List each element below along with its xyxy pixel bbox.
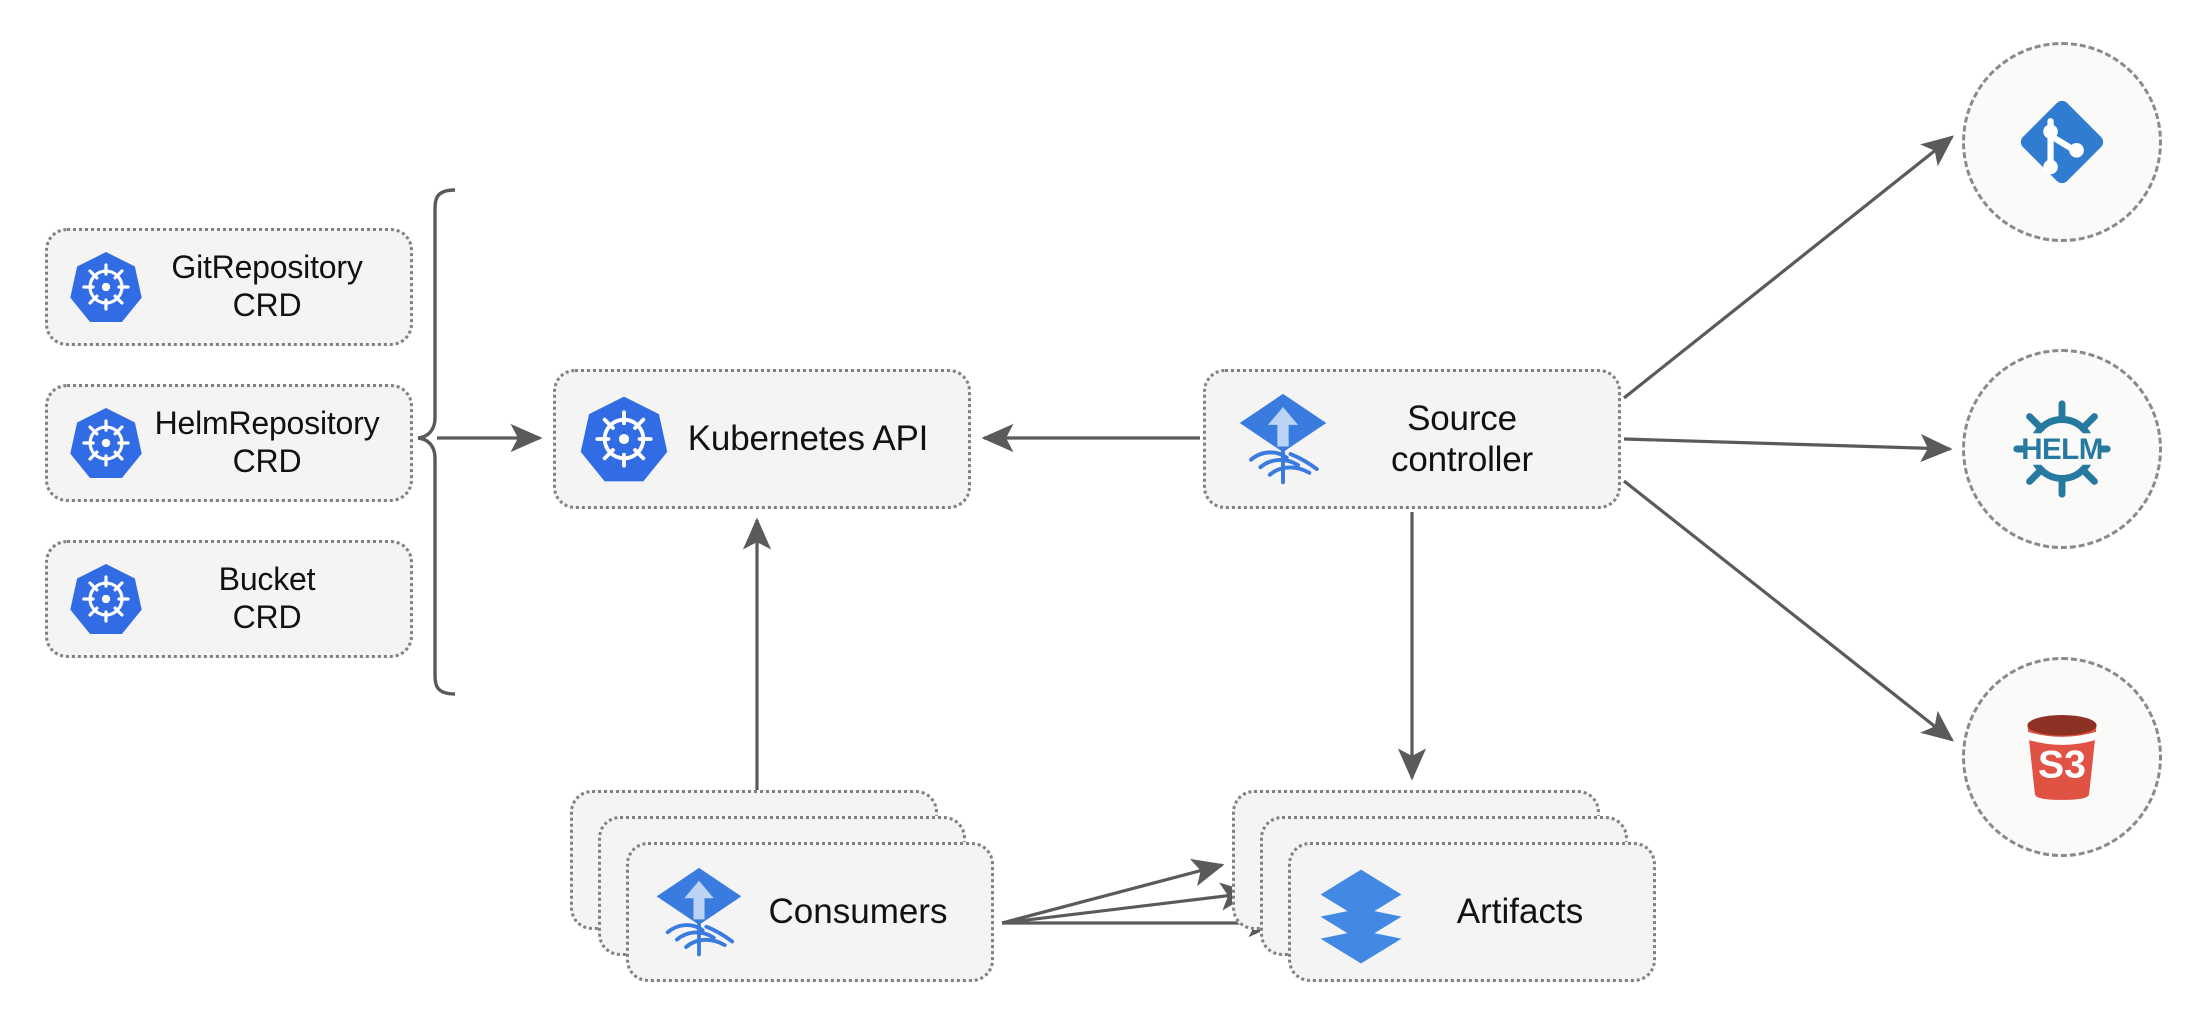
source-circle-git[interactable]: [1962, 42, 2162, 242]
kubernetes-icon: [68, 249, 144, 325]
node-label: Consumers: [768, 892, 948, 931]
node-label: Source controller: [1391, 398, 1533, 479]
node-label: Artifacts: [1456, 892, 1584, 931]
consumers-card-front[interactable]: Consumers: [626, 842, 994, 982]
kubernetes-icon: [578, 393, 670, 485]
flux-icon: [653, 866, 745, 958]
crd-box-bucket[interactable]: Bucket CRD: [45, 540, 413, 658]
node-source-controller[interactable]: Source controller: [1203, 369, 1621, 509]
crd-label: Bucket CRD: [218, 561, 316, 635]
edge-source-controller-to-git: [1623, 135, 1955, 400]
git-icon: [2010, 90, 2114, 194]
crd-group-bracket: [417, 188, 456, 696]
source-circle-helm[interactable]: HELM: [1962, 349, 2162, 549]
edge-source-controller-to-s3: [1623, 479, 1955, 742]
node-kubernetes-api[interactable]: Kubernetes API: [553, 369, 971, 509]
node-consumers[interactable]: Consumers: [570, 790, 1000, 990]
node-label: Kubernetes API: [687, 419, 929, 459]
s3-icon: S3: [2006, 701, 2118, 813]
layers-icon: [1315, 866, 1407, 964]
flux-icon: [1236, 392, 1330, 486]
edge-source-controller-to-helm: [1623, 434, 1953, 463]
s3-wordmark: S3: [2038, 744, 2086, 787]
crd-box-helmrepository[interactable]: HelmRepository CRD: [45, 384, 413, 502]
edge-consumers-to-artifacts-1: [1001, 858, 1225, 925]
kubernetes-icon: [68, 405, 144, 481]
source-circle-s3[interactable]: S3: [1962, 657, 2162, 857]
crd-label: GitRepository CRD: [171, 249, 363, 323]
artifacts-card-front[interactable]: Artifacts: [1288, 842, 1656, 982]
helm-icon: HELM: [2003, 390, 2121, 508]
edge-consumers-to-artifacts-2: [1001, 882, 1253, 925]
kubernetes-icon: [68, 561, 144, 637]
node-artifacts[interactable]: Artifacts: [1232, 790, 1662, 990]
crd-box-gitrepository[interactable]: GitRepository CRD: [45, 228, 413, 346]
helm-wordmark: HELM: [2021, 433, 2103, 466]
crd-label: HelmRepository CRD: [154, 405, 380, 479]
